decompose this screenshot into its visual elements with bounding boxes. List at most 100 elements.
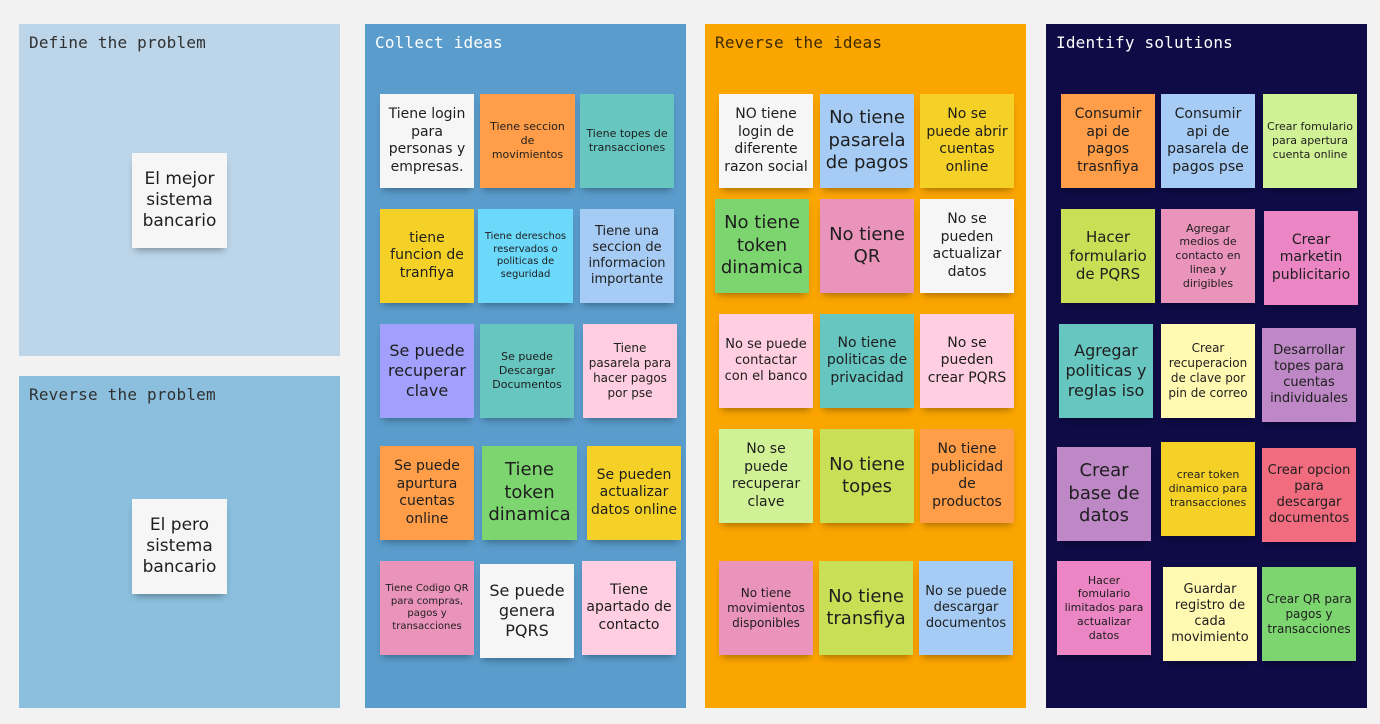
sticky-note-text: Hacer fomulario limitados para actualiza… [1064, 573, 1144, 642]
sticky-note-no-tiene-pasarela-de-pagos[interactable]: No tiene pasarela de pagos [820, 94, 914, 188]
sticky-note-text: Tiene pasarela para hacer pagos por pse [588, 341, 672, 400]
sticky-note-tiene-topes-de-transacciones[interactable]: Tiene topes de transacciones [580, 94, 674, 188]
sticky-note-no-se-pueden-actualizar-datos[interactable]: No se pueden actualizar datos [920, 199, 1014, 293]
sticky-note-text: Tiene Codigo QR para compras, pagos y tr… [385, 583, 469, 632]
sticky-note-text: Se puede recuperar clave [388, 341, 466, 400]
sticky-note-no-tiene-politicas-de-privacidad[interactable]: No tiene politicas de privacidad [820, 314, 914, 408]
sticky-note-tiene-apartado-de-contacto[interactable]: Tiene apartado de contacto [582, 561, 676, 655]
sticky-note-tiene-seccion-de-movimientos[interactable]: Tiene seccion de movimientos [480, 94, 575, 188]
sticky-note-no-tiene-movimientos-disponibles[interactable]: No tiene movimientos disponibles [719, 561, 813, 655]
sticky-note-no-tiene-transfiya[interactable]: No tiene transfiya [819, 561, 913, 655]
frame-title: Define the problem [29, 33, 206, 52]
sticky-note-text: Agregar medios de contacto en linea y di… [1175, 221, 1241, 290]
sticky-note-tiene-una-seccion-de-informacion-importa[interactable]: Tiene una seccion de informacion importa… [580, 209, 674, 303]
sticky-note-tiene-dereschos-reservados-o-politicas-d[interactable]: Tiene dereschos reservados o politicas d… [478, 209, 573, 303]
sticky-note-no-tiene-topes[interactable]: No tiene topes [820, 429, 914, 523]
sticky-note-tiene-token-dinamica[interactable]: Tiene token dinamica [482, 446, 577, 540]
sticky-note-text: Consumir api de pagos trasnfiya [1074, 106, 1142, 175]
sticky-note-consumir-api-de-pasarela-de-pagos-pse[interactable]: Consumir api de pasarela de pagos pse [1161, 94, 1255, 188]
sticky-note-text: Crear QR para pagos y transacciones [1266, 591, 1352, 636]
sticky-note-se-puede-apurtura-cuentas-online[interactable]: Se puede apurtura cuentas online [380, 446, 474, 540]
sticky-note-text: No tiene movimientos disponibles [727, 585, 805, 630]
sticky-note-no-se-puede-contactar-con-el-banco[interactable]: No se puede contactar con el banco [719, 314, 813, 408]
sticky-note-crear-opcion-para-descargar-documentos[interactable]: Crear opcion para descargar documentos [1262, 448, 1356, 542]
sticky-note-tiene-login-para-personas-y-empresas[interactable]: Tiene login para personas y empresas. [380, 94, 474, 188]
sticky-note-text: No tiene pasarela de pagos [825, 107, 909, 174]
sticky-note-crear-base-de-datos[interactable]: Crear base de datos [1057, 447, 1151, 541]
define-problem-frame[interactable]: Define the problem El mejor sistema banc… [19, 24, 340, 356]
sticky-note-text: Consumir api de pasarela de pagos pse [1167, 106, 1249, 175]
sticky-note-text: No se pueden crear PQRS [927, 334, 1007, 386]
sticky-note-text: No tiene token dinamica [720, 212, 804, 279]
sticky-note-text: Guardar registro de cada movimiento [1171, 581, 1249, 646]
collect-ideas-frame[interactable]: Collect ideas Tiene login para personas … [365, 24, 686, 708]
sticky-note-no-se-puede-descargar-documentos[interactable]: No se puede descargar documentos [919, 561, 1013, 655]
identify-solutions-frame[interactable]: Identify solutions Consumir api de pagos… [1046, 24, 1367, 708]
sticky-note-tiene-pasarela-para-hacer-pagos-por-pse[interactable]: Tiene pasarela para hacer pagos por pse [583, 324, 677, 418]
sticky-note-no-se-puede-abrir-cuentas-online[interactable]: No se puede abrir cuentas online [920, 94, 1014, 188]
sticky-note-text: Tiene token dinamica [488, 459, 571, 526]
frame-title: Collect ideas [375, 33, 503, 52]
frame-title: Identify solutions [1056, 33, 1233, 52]
sticky-note-hacer-formulario-de-pqrs[interactable]: Hacer formulario de PQRS [1061, 209, 1155, 303]
sticky-note-text: Tiene dereschos reservados o politicas d… [484, 231, 567, 280]
sticky-note-no-se-puede-recuperar-clave[interactable]: No se puede recuperar clave [719, 429, 813, 523]
sticky-note-text: Crear marketin publicitario [1271, 231, 1351, 283]
sticky-note-guardar-registro-de-cada-movimiento[interactable]: Guardar registro de cada movimiento [1163, 567, 1257, 661]
sticky-note-text: Crear fomulario para apertura cuenta onl… [1267, 120, 1353, 161]
sticky-note-crear-marketin-publicitario[interactable]: Crear marketin publicitario [1264, 211, 1358, 305]
reverse-problem-frame[interactable]: Reverse the problem El pero sistema banc… [19, 376, 340, 708]
sticky-note-text: Tiene login para personas y empresas. [388, 106, 466, 175]
sticky-note-text: El pero sistema bancario [142, 514, 217, 578]
sticky-note-no-tiene-login-de-diferente-razon-social[interactable]: NO tiene login de diferente razon social [719, 94, 813, 188]
sticky-note-text: No se pueden actualizar datos [932, 211, 1002, 280]
sticky-note-text: NO tiene login de diferente razon social [724, 106, 808, 175]
sticky-note-no-tiene-qr[interactable]: No tiene QR [820, 199, 914, 293]
frame-title: Reverse the ideas [715, 33, 883, 52]
sticky-note-text: Se puede apurtura cuentas online [394, 458, 460, 527]
sticky-note-text: Se puede genera PQRS [489, 581, 565, 640]
sticky-note-text: No se puede abrir cuentas online [926, 106, 1008, 175]
sticky-note-text: No se puede recuperar clave [731, 441, 801, 510]
sticky-note-text: tiene funcion de tranfiya [390, 229, 464, 281]
sticky-note-tiene-funcion-de-tranfiya[interactable]: tiene funcion de tranfiya [380, 209, 474, 303]
reverse-ideas-frame[interactable]: Reverse the ideas NO tiene login de dife… [705, 24, 1026, 708]
sticky-note-text: Se pueden actualizar datos online [591, 466, 677, 518]
sticky-note-tiene-codigo-qr-para-compras-pagos-y-tra[interactable]: Tiene Codigo QR para compras, pagos y tr… [380, 561, 474, 655]
sticky-note-consumir-api-de-pagos-trasnfiya[interactable]: Consumir api de pagos trasnfiya [1061, 94, 1155, 188]
sticky-note-text: Tiene topes de transacciones [586, 127, 668, 154]
sticky-note-text: No tiene QR [829, 223, 905, 268]
sticky-note-crear-fomulario-para-apertura-cuenta-onl[interactable]: Crear fomulario para apertura cuenta onl… [1263, 94, 1357, 188]
sticky-note-text: No se puede descargar documentos [925, 583, 1007, 632]
sticky-note-text: El mejor sistema bancario [142, 168, 217, 232]
sticky-note-text: Agregar politicas y reglas iso [1065, 341, 1147, 400]
frame-title: Reverse the problem [29, 385, 216, 404]
problem-sticky-note[interactable]: El mejor sistema bancario [132, 153, 227, 248]
sticky-note-text: Crear recuperacion de clave por pin de c… [1168, 341, 1248, 400]
sticky-note-no-tiene-token-dinamica[interactable]: No tiene token dinamica [715, 199, 809, 293]
sticky-note-text: No se puede contactar con el banco [724, 336, 808, 385]
sticky-note-agregar-politicas-y-reglas-iso[interactable]: Agregar politicas y reglas iso [1059, 324, 1153, 418]
sticky-note-text: Tiene seccion de movimientos [490, 120, 565, 161]
sticky-note-text: No tiene topes [829, 453, 905, 498]
sticky-note-desarrollar-topes-para-cuentas-individua[interactable]: Desarrollar topes para cuentas individua… [1262, 328, 1356, 422]
sticky-note-text: Desarrollar topes para cuentas individua… [1270, 342, 1348, 407]
sticky-note-text: Crear base de datos [1068, 460, 1140, 527]
sticky-note-text: No tiene transfiya [826, 585, 906, 630]
sticky-note-text: Crear opcion para descargar documentos [1267, 462, 1351, 527]
sticky-note-se-pueden-actualizar-datos-online[interactable]: Se pueden actualizar datos online [587, 446, 681, 540]
sticky-note-agregar-medios-de-contacto-en-linea-y-di[interactable]: Agregar medios de contacto en linea y di… [1161, 209, 1255, 303]
sticky-note-no-se-pueden-crear-pqrs[interactable]: No se pueden crear PQRS [920, 314, 1014, 408]
reversed-problem-sticky-note[interactable]: El pero sistema bancario [132, 499, 227, 594]
sticky-note-text: No tiene publicidad de productos [930, 441, 1004, 510]
sticky-note-se-puede-recuperar-clave[interactable]: Se puede recuperar clave [380, 324, 474, 418]
sticky-note-no-tiene-publicidad-de-productos[interactable]: No tiene publicidad de productos [920, 429, 1014, 523]
sticky-note-crear-qr-para-pagos-y-transacciones[interactable]: Crear QR para pagos y transacciones [1262, 567, 1356, 661]
sticky-note-text: crear token dinamico para transacciones [1168, 468, 1248, 509]
sticky-note-se-puede-descargar-documentos[interactable]: Se puede Descargar Documentos [480, 324, 574, 418]
sticky-note-text: Hacer formulario de PQRS [1069, 227, 1147, 284]
sticky-note-hacer-fomulario-limitados-para-actualiza[interactable]: Hacer fomulario limitados para actualiza… [1057, 561, 1151, 655]
sticky-note-crear-recuperacion-de-clave-por-pin-de-c[interactable]: Crear recuperacion de clave por pin de c… [1161, 324, 1255, 418]
sticky-note-crear-token-dinamico-para-transacciones[interactable]: crear token dinamico para transacciones [1161, 442, 1255, 536]
sticky-note-se-puede-genera-pqrs[interactable]: Se puede genera PQRS [480, 564, 574, 658]
